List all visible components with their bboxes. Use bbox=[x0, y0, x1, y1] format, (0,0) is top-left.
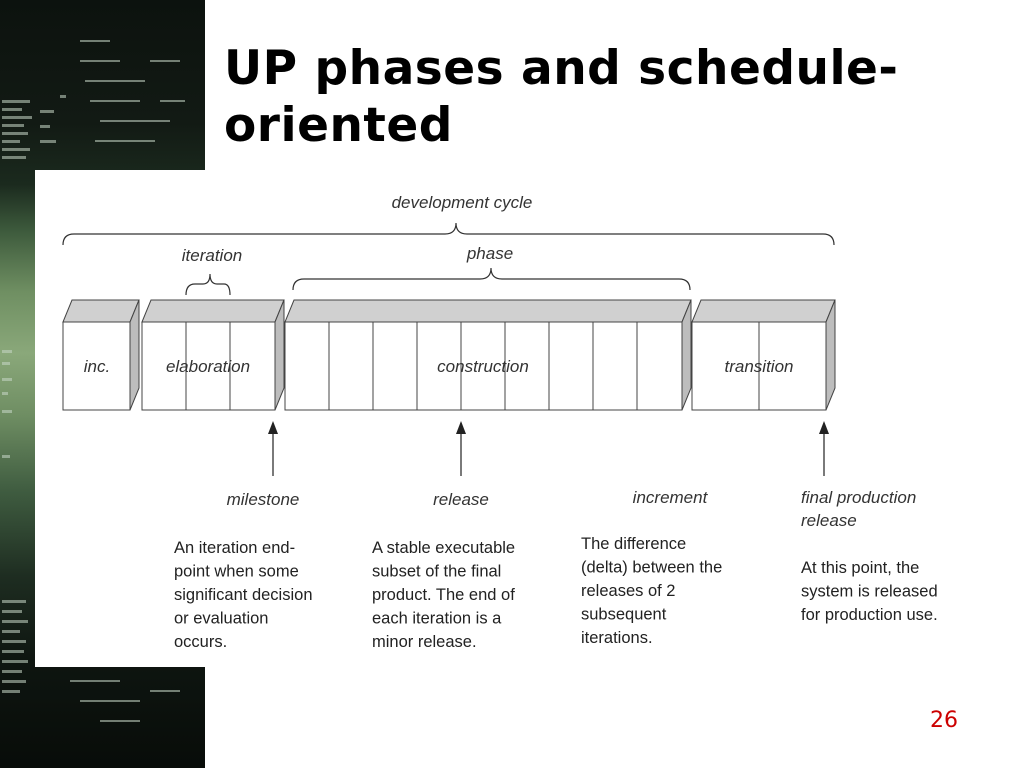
final-production-release-line: release bbox=[801, 511, 857, 530]
milestone-label: milestone bbox=[227, 490, 300, 509]
release-arrow bbox=[456, 421, 466, 476]
matrix-pattern bbox=[2, 40, 185, 722]
milestone-description: An iteration end- point when some signif… bbox=[174, 539, 317, 651]
final-production-release-label: final production release bbox=[801, 488, 921, 530]
diagram-panel: development cycle phase iteration inc. e… bbox=[35, 170, 1024, 667]
phase-brace bbox=[292, 267, 691, 291]
release-description: A stable executable subset of the final … bbox=[372, 539, 520, 651]
milestone-description-line: An iteration end- bbox=[174, 539, 295, 557]
increment-description-line: (delta) between the bbox=[581, 559, 722, 577]
milestone-arrow bbox=[268, 421, 278, 476]
development-cycle-brace bbox=[62, 222, 835, 246]
construction-block: construction bbox=[284, 299, 692, 411]
milestone-description-line: significant decision bbox=[174, 586, 313, 604]
increment-label: increment bbox=[633, 488, 709, 507]
iteration-brace bbox=[185, 273, 231, 296]
final-release-description-line: for production use. bbox=[801, 606, 938, 624]
transition-block: transition bbox=[691, 299, 836, 411]
final-release-description-line: At this point, the bbox=[801, 559, 919, 577]
release-description-line: minor release. bbox=[372, 633, 477, 651]
milestone-description-line: or evaluation bbox=[174, 610, 268, 628]
milestone-description-line: occurs. bbox=[174, 633, 227, 651]
inception-label: inc. bbox=[84, 357, 110, 376]
release-description-line: A stable executable bbox=[372, 539, 515, 557]
increment-description-line: releases of 2 bbox=[581, 582, 675, 600]
phase-label: phase bbox=[466, 244, 513, 263]
increment-description: The difference (delta) between the relea… bbox=[581, 535, 727, 647]
inception-block: inc. bbox=[62, 299, 140, 411]
final-release-description-line: system is released bbox=[801, 583, 938, 601]
slide-title: UP phases and schedule-oriented bbox=[224, 41, 899, 153]
page-number: 26 bbox=[930, 708, 958, 733]
release-description-line: product. The end of bbox=[372, 586, 515, 604]
elaboration-block: elaboration bbox=[141, 299, 285, 411]
final-production-release-line: final production bbox=[801, 488, 916, 507]
increment-description-line: subsequent bbox=[581, 606, 667, 624]
final-release-arrow bbox=[819, 421, 829, 476]
construction-label: construction bbox=[437, 357, 529, 376]
milestone-description-line: point when some bbox=[174, 563, 299, 581]
elaboration-label: elaboration bbox=[166, 357, 250, 376]
increment-description-line: The difference bbox=[581, 535, 686, 553]
release-label: release bbox=[433, 490, 489, 509]
up-phases-diagram: development cycle phase iteration inc. e… bbox=[35, 170, 1024, 667]
release-description-line: each iteration is a bbox=[372, 610, 502, 628]
iteration-label: iteration bbox=[182, 246, 242, 265]
development-cycle-label: development cycle bbox=[392, 193, 533, 212]
transition-label: transition bbox=[725, 357, 794, 376]
release-description-line: subset of the final bbox=[372, 563, 501, 581]
increment-description-line: iterations. bbox=[581, 629, 653, 647]
final-release-description: At this point, the system is released fo… bbox=[801, 559, 942, 624]
